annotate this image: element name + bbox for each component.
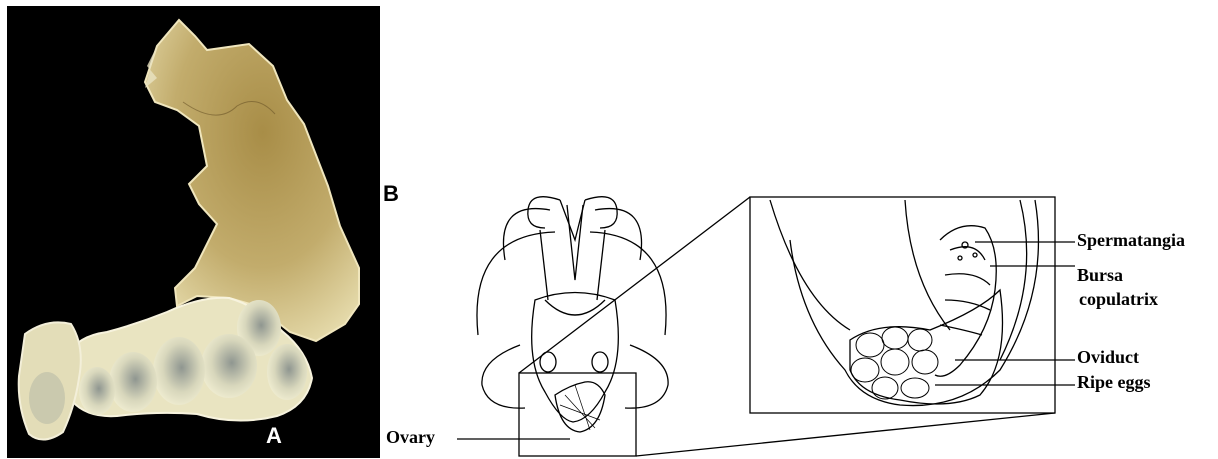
label-copulatrix: copulatrix bbox=[1079, 290, 1158, 308]
label-oviduct: Oviduct bbox=[1077, 348, 1139, 366]
label-bursa: Bursa bbox=[1077, 266, 1123, 284]
label-spermatangia: Spermatangia bbox=[1077, 231, 1185, 249]
label-ovary: Ovary bbox=[386, 428, 435, 446]
label-ripe-eggs: Ripe eggs bbox=[1077, 373, 1151, 391]
